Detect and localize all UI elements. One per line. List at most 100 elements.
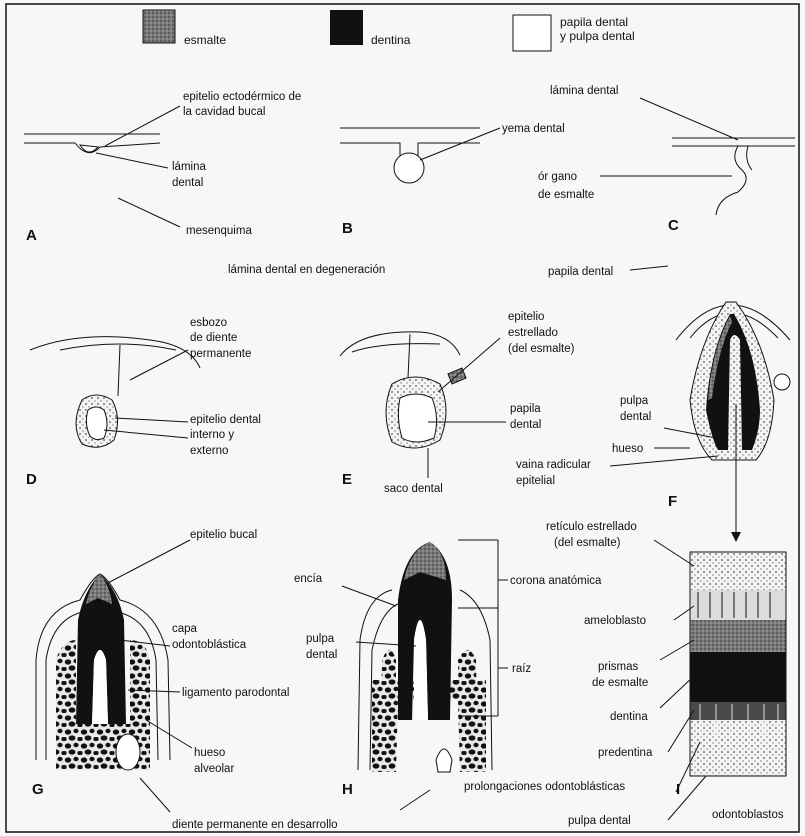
label-epitelio-bucal: epitelio bucal <box>190 529 257 541</box>
label-ligamento: ligamento parodontal <box>182 687 289 699</box>
label-organo-1: ór gano <box>538 171 577 183</box>
label-pulpa-f-2: dental <box>620 411 651 423</box>
dental-bud <box>394 153 424 183</box>
oral-epithelium <box>30 337 200 368</box>
label-esbozo-2: de diente <box>190 332 237 344</box>
label-esbozo-3: permanente <box>190 348 251 360</box>
label-dentina-i: dentina <box>610 711 648 723</box>
label-prismas-1: prismas <box>598 661 639 673</box>
leader-line <box>96 153 168 168</box>
label-hueso-f: hueso <box>612 443 643 455</box>
label-hueso-g-2: alveolar <box>194 763 234 775</box>
label-epitelio-d-3: externo <box>190 445 228 457</box>
label-epitelio-2: la cavidad bucal <box>183 106 265 118</box>
label-pulpa-h-2: dental <box>306 649 337 661</box>
label-estrellado-2: estrellado <box>508 327 558 339</box>
enamel-organ-outline <box>747 146 752 170</box>
ameloblast-layer <box>690 590 786 620</box>
label-hueso-g-1: hueso <box>194 747 225 759</box>
panel-letter-e: E <box>342 471 352 488</box>
legend-label-esmalte: esmalte <box>184 33 226 47</box>
bone-f <box>774 374 790 390</box>
leader-line <box>660 676 694 708</box>
label-predentina: predentina <box>598 747 653 759</box>
panel-a: epitelio ectodérmico de la cavidad bucal… <box>24 91 301 244</box>
label-epitelio-1: epitelio ectodérmico de <box>183 91 301 103</box>
label-yema: yema dental <box>502 123 565 135</box>
dental-papilla-d <box>86 407 107 440</box>
panel-h: encía corona anatómica pulpa dental raíz… <box>294 540 602 810</box>
label-papila-e-2: dental <box>510 419 541 431</box>
leader-line <box>630 266 668 270</box>
odontoblast-layer <box>690 720 786 776</box>
label-papila-e-1: papila <box>510 403 541 415</box>
label-pulpa-f-1: pulpa <box>620 395 649 407</box>
label-prolongaciones: prolongaciones odontoblásticas <box>464 781 625 793</box>
legend-swatch-esmalte <box>143 10 175 43</box>
lamina-stalk <box>408 334 410 378</box>
label-odontoblastos: odontoblastos <box>712 809 784 821</box>
oral-epithelium <box>60 344 176 350</box>
leader-line <box>118 198 180 227</box>
lamina-stalk <box>118 345 120 396</box>
legend-swatch-papila <box>513 15 551 51</box>
legend-label-dentina: dentina <box>371 33 411 47</box>
label-capa-1: capa <box>172 623 198 635</box>
panel-c: lámina dental ór gano de esmalte C <box>538 85 795 234</box>
permanent-tooth-germ-g <box>116 734 140 770</box>
dentin-layer <box>690 652 786 702</box>
panel-d: esbozo de diente permanente epitelio den… <box>26 317 261 488</box>
label-ameloblasto: ameloblasto <box>584 615 646 627</box>
panel-letter-c: C <box>668 217 679 234</box>
panel-letter-a: A <box>26 227 37 244</box>
label-organo-2: de esmalte <box>538 189 594 201</box>
label-epitelio-d-1: epitelio dental <box>190 414 261 426</box>
label-reticulo-1: retículo estrellado <box>546 521 637 533</box>
leader-line <box>420 128 500 160</box>
label-saco: saco dental <box>384 483 443 495</box>
label-capa-2: odontoblástica <box>172 639 247 651</box>
leader-line <box>120 640 170 646</box>
label-lamina-2: dental <box>172 177 203 189</box>
permanent-tooth-germ-h <box>436 749 452 772</box>
label-corona: corona anatómica <box>510 575 602 587</box>
leader-line <box>106 540 190 584</box>
panel-letter-b: B <box>342 220 353 237</box>
label-lamina-1: lámina <box>172 161 206 173</box>
leader-line <box>342 586 396 606</box>
leader-line <box>400 790 430 810</box>
leader-line <box>654 540 694 566</box>
panel-letter-h: H <box>342 781 353 798</box>
dental-papilla-e <box>398 394 436 442</box>
enamel-organ-outline <box>716 146 746 215</box>
label-estrellado-1: epitelio <box>508 311 544 323</box>
label-raiz: raíz <box>512 663 531 675</box>
panel-letter-g: G <box>32 781 44 798</box>
leader-line <box>640 98 738 140</box>
leader-line <box>438 338 500 392</box>
label-esbozo-1: esbozo <box>190 317 227 329</box>
leader-line <box>140 778 170 812</box>
legend-label-papila-2: y pulpa dental <box>560 29 635 43</box>
stellate-reticulum-layer <box>690 552 786 590</box>
panel-letter-f: F <box>668 493 677 510</box>
label-papila-mid: papila dental <box>548 266 613 278</box>
pulp-g <box>92 650 108 724</box>
panel-letter-d: D <box>26 471 37 488</box>
label-reticulo-2: (del esmalte) <box>554 537 621 549</box>
label-estrellado-3: (del esmalte) <box>508 343 575 355</box>
leader-line <box>115 418 188 422</box>
label-pulpa-h-1: pulpa <box>306 633 335 645</box>
label-pulpa-i: pulpa dental <box>568 815 631 827</box>
label-mesenquima: mesenquima <box>186 225 252 237</box>
label-lamina-c: lámina dental <box>550 85 618 97</box>
leader-line <box>130 350 188 380</box>
leader-line <box>610 456 718 466</box>
predentin-layer <box>690 702 786 720</box>
oral-epithelium <box>352 344 440 352</box>
label-vaina-1: vaina radicular <box>516 459 591 471</box>
label-encia: encía <box>294 573 323 585</box>
leader-line <box>105 106 180 146</box>
